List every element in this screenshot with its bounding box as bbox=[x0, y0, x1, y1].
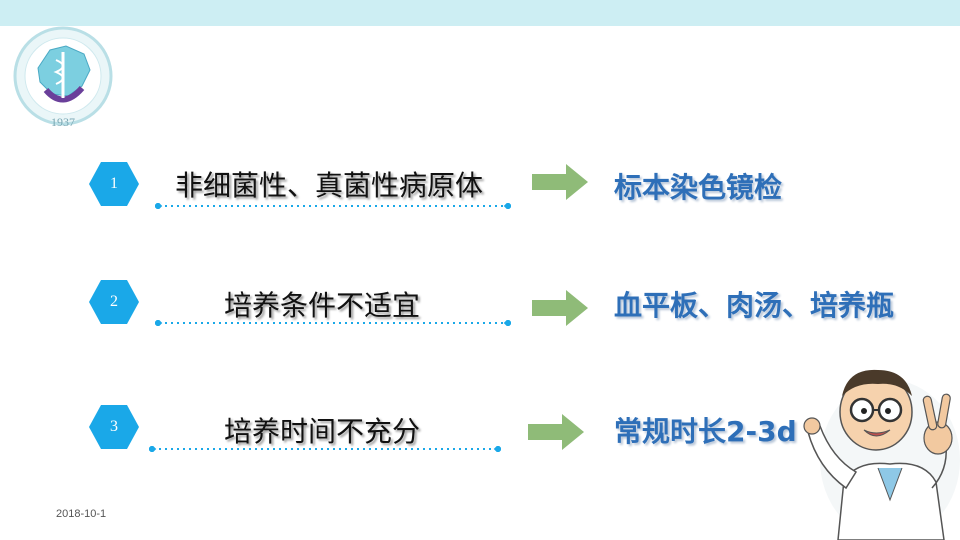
row2-arrow-icon bbox=[532, 290, 588, 326]
row1-hex-badge bbox=[89, 162, 139, 206]
row2-solution-text: 血平板、肉汤、培养瓶 bbox=[614, 289, 895, 322]
row1-solution-text: 标本染色镜检 bbox=[614, 171, 783, 204]
row2-hex-badge bbox=[89, 280, 139, 324]
row2-dotted-line bbox=[155, 320, 511, 326]
row2-number: 2 bbox=[110, 293, 118, 310]
row3-hex-badge bbox=[89, 405, 139, 449]
row2-problem-text: 培养条件不适宜 bbox=[224, 289, 421, 322]
row1-number: 1 bbox=[110, 175, 118, 192]
top-band bbox=[0, 0, 960, 26]
row3-arrow-icon bbox=[528, 414, 584, 450]
slide-date: 2018-10-1 bbox=[56, 508, 107, 520]
row3-dotted-line bbox=[149, 446, 501, 452]
row1-problem-text: 非细菌性、真菌性病原体 bbox=[175, 169, 484, 202]
row3-problem-text: 培养时间不充分 bbox=[224, 415, 421, 448]
row3-number: 3 bbox=[110, 418, 118, 435]
hospital-logo: 1937 bbox=[13, 26, 113, 129]
logo-year: 1937 bbox=[51, 115, 75, 129]
row1-dotted-line bbox=[155, 203, 511, 209]
row1-arrow-icon bbox=[532, 164, 588, 200]
row3-solution-text: 常规时长2-3d bbox=[614, 415, 797, 448]
cartoon-doctor-illustration bbox=[803, 369, 960, 540]
